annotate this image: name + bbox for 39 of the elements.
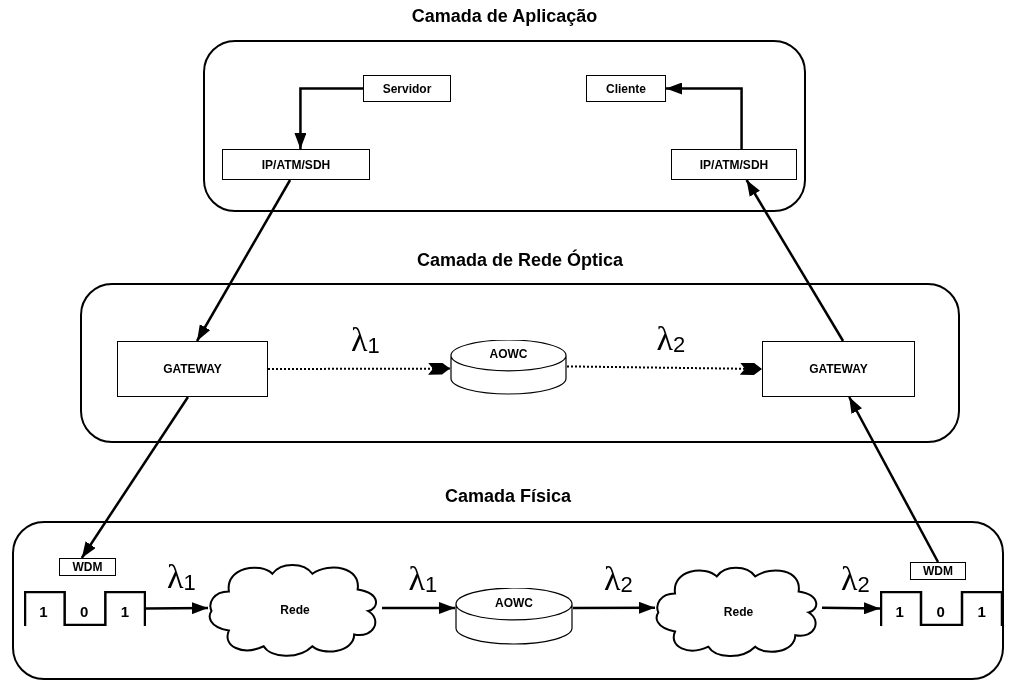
bit-label: 1 <box>39 602 48 620</box>
arrow <box>382 601 455 614</box>
bit-label: 1 <box>120 602 129 620</box>
box-label: WDM <box>923 564 953 578</box>
bit-label: 0 <box>936 602 945 620</box>
arrow <box>745 179 845 342</box>
arrow <box>573 601 655 614</box>
box-label: IP/ATM/SDH <box>261 157 331 172</box>
arrow <box>294 87 363 149</box>
process-box <box>222 149 370 180</box>
arrow <box>666 82 743 149</box>
bit-label: 0 <box>80 602 89 620</box>
process-box <box>586 75 666 102</box>
process-box <box>59 558 116 576</box>
shape-label: AOWC <box>488 347 529 362</box>
shape-label: Rede <box>279 603 311 617</box>
arrow <box>146 602 208 615</box>
box-label: Cliente <box>606 81 646 96</box>
process-box <box>910 562 966 580</box>
bit-label: 1 <box>895 602 904 620</box>
arrow <box>822 602 880 615</box>
layer-title: Camada Física <box>444 486 572 507</box>
arrow <box>848 396 940 563</box>
arrow <box>195 179 292 342</box>
box-label: WDM <box>72 560 103 574</box>
arrow <box>80 396 189 559</box>
box-label: Servidor <box>382 81 432 96</box>
shape-label: AOWC <box>494 595 534 610</box>
process-box <box>671 149 797 180</box>
box-label: IP/ATM/SDH <box>699 157 769 172</box>
bit-label: 1 <box>977 602 986 620</box>
box-label: GATEWAY <box>809 362 868 376</box>
shape-label: Rede <box>722 604 755 619</box>
process-box <box>117 341 268 397</box>
process-box <box>762 341 915 397</box>
layer-title: Camada de Aplicação <box>411 6 598 27</box>
process-box <box>363 75 451 102</box>
box-label: GATEWAY <box>163 362 222 376</box>
layer-title: Camada de Rede Óptica <box>416 250 624 271</box>
